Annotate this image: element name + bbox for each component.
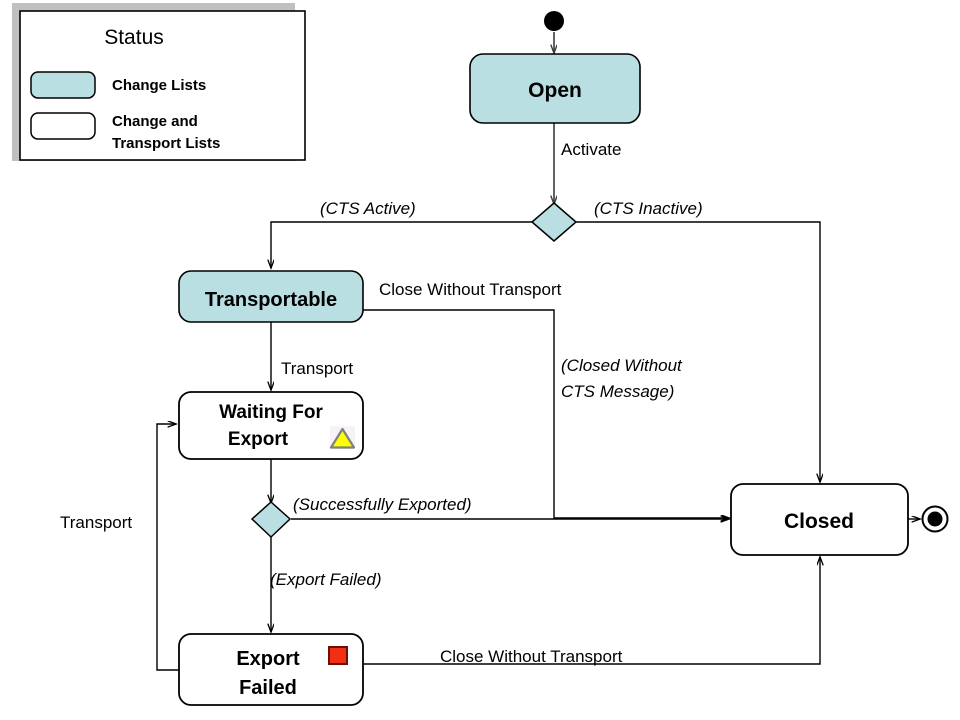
warning-triangle-icon bbox=[329, 426, 356, 449]
state-closed-label: Closed bbox=[784, 510, 854, 533]
state-export-failed-label-line2: Failed bbox=[239, 677, 297, 699]
edge-label-export-failed: (Export Failed) bbox=[270, 570, 381, 589]
edge-label-closed-without-cts-line1: (Closed Without bbox=[561, 356, 683, 375]
edge-label-closed-without-cts-line2: CTS Message) bbox=[561, 382, 674, 401]
legend: Status Change Lists Change and Transport… bbox=[12, 3, 306, 161]
edge-label-close-without-transport-bottom: Close Without Transport bbox=[440, 647, 623, 666]
legend-label-transport-lists-line2: Transport Lists bbox=[112, 135, 220, 152]
legend-swatch-change-lists bbox=[30, 71, 96, 99]
edge-failed-to-closed bbox=[363, 557, 820, 665]
edge-label-transport-top: Transport bbox=[281, 359, 353, 378]
edge-label-close-without-transport-top: Close Without Transport bbox=[379, 280, 562, 299]
state-transportable-box[interactable] bbox=[178, 270, 364, 323]
legend-label-change-lists: Change Lists bbox=[112, 77, 206, 94]
state-waiting-for-export[interactable]: Waiting For Export bbox=[178, 391, 364, 460]
edge-transportable-to-closed bbox=[363, 309, 729, 518]
edge-label-activate: Activate bbox=[561, 140, 621, 159]
legend-label-transport-lists-line1: Change and bbox=[112, 113, 198, 130]
state-export-failed[interactable]: Export Failed bbox=[178, 633, 364, 706]
edge-cts-active bbox=[271, 221, 534, 268]
state-waiting-for-export-label-line2: Export bbox=[228, 429, 289, 450]
state-export-failed-box[interactable] bbox=[178, 633, 364, 706]
final-node[interactable] bbox=[921, 505, 949, 533]
state-transportable-label: Transportable bbox=[205, 289, 337, 311]
legend-swatch-transport-lists bbox=[30, 112, 96, 140]
state-closed-box[interactable] bbox=[730, 483, 909, 556]
state-closed[interactable]: Closed bbox=[730, 483, 909, 556]
edge-label-cts-active: (CTS Active) bbox=[320, 199, 416, 218]
state-open[interactable]: Open bbox=[469, 53, 641, 124]
state-open-label: Open bbox=[528, 79, 582, 102]
decision-export-diamond[interactable] bbox=[250, 500, 292, 539]
decision-cts-diamond[interactable] bbox=[530, 202, 578, 242]
state-waiting-for-export-box[interactable] bbox=[178, 391, 364, 460]
initial-node[interactable] bbox=[544, 11, 564, 31]
state-export-failed-label-line1: Export bbox=[236, 648, 300, 670]
legend-title: Status bbox=[104, 26, 164, 49]
state-transportable[interactable]: Transportable bbox=[178, 270, 364, 323]
edge-label-transport-retry: Transport bbox=[60, 513, 132, 532]
edge-cts-inactive bbox=[575, 221, 820, 482]
edge-label-cts-inactive: (CTS Inactive) bbox=[594, 199, 703, 218]
state-open-box[interactable] bbox=[469, 53, 641, 124]
state-waiting-for-export-label-line1: Waiting For bbox=[219, 402, 323, 423]
error-square-icon bbox=[327, 645, 349, 666]
edge-retry-transport bbox=[156, 424, 179, 671]
edge-label-successfully-exported: (Successfully Exported) bbox=[293, 495, 472, 514]
